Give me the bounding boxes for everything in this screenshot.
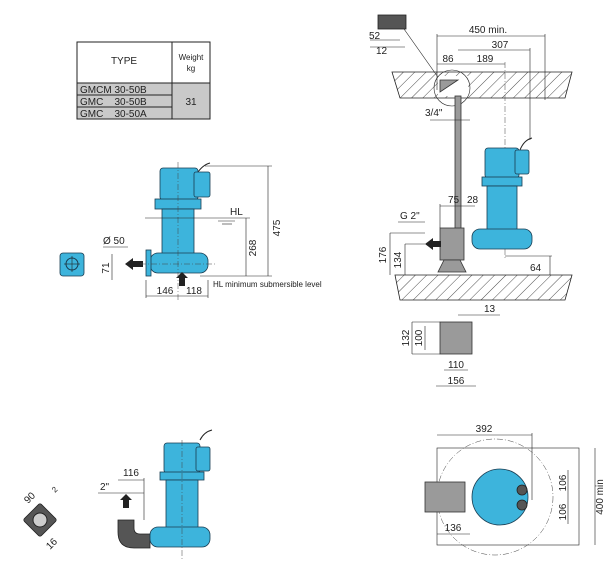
dim-134: 134 [393, 251, 404, 268]
elbow-view: 90 2 16 2" 116 [22, 429, 213, 560]
dim-3-4: 3/4" [425, 108, 443, 119]
side-view: HL 475 268 Ø 50 71 146 118 HL minimum su… [59, 162, 322, 300]
dim-16: 16 [44, 536, 60, 552]
dim-307: 307 [492, 40, 509, 51]
pump-installed [471, 137, 533, 250]
dim-12: 12 [376, 46, 388, 57]
type-weight-table: TYPE Weight kg GMCM 30-50B GMC 30-50B GM… [76, 41, 211, 120]
dim-116: 116 [123, 468, 139, 479]
discharge-foot [439, 227, 465, 261]
dim-13: 13 [484, 304, 496, 315]
hl-label: HL [230, 207, 243, 218]
flange-icon [59, 252, 85, 277]
dim-392: 392 [476, 424, 493, 435]
dim-268: 268 [248, 239, 259, 256]
dim-146: 146 [157, 286, 174, 297]
bracket-icon [377, 14, 407, 30]
installation-view: 52 12 450 min. 307 86 189 3/4" 75 28 [369, 14, 573, 301]
table-row: GMC 30-50B [80, 97, 147, 108]
top-view: 392 106 106 400 min 136 [424, 424, 606, 556]
table-row: GMC 30-50A [80, 109, 147, 120]
hl-note: HL minimum submersible level [213, 280, 322, 289]
dim-2: 2 [50, 485, 60, 495]
pump-elbow [149, 429, 213, 560]
dim-132: 132 [401, 329, 412, 346]
dim-g2: G 2" [400, 211, 420, 222]
dim-75: 75 [448, 195, 460, 206]
table-header-weight: Weight [179, 53, 205, 62]
base-plate-view: 13 132 100 110 156 [401, 304, 500, 387]
dim-dia50: Ø 50 [103, 236, 125, 247]
pump-top [471, 468, 529, 526]
dim-106-bottom: 106 [558, 503, 569, 520]
dim-136: 136 [445, 523, 462, 534]
dim-400: 400 min [595, 479, 606, 515]
dim-52: 52 [369, 31, 381, 42]
dim-156: 156 [448, 376, 465, 387]
table-header-type: TYPE [111, 56, 137, 67]
floor [394, 274, 573, 301]
dim-elbow-2in: 2" [100, 482, 110, 493]
table-header-weight-unit: kg [187, 64, 195, 73]
dim-176: 176 [378, 246, 389, 263]
elbow-pipe [117, 519, 151, 549]
pump-side [125, 162, 215, 300]
dim-475: 475 [272, 219, 283, 236]
dim-106-top: 106 [558, 474, 569, 491]
dim-90: 90 [22, 490, 38, 506]
dim-189: 189 [477, 54, 494, 65]
dim-450: 450 min. [469, 25, 507, 36]
square-flange-icon [23, 503, 57, 537]
dim-100: 100 [414, 329, 425, 346]
dim-118: 118 [186, 286, 202, 297]
dim-71: 71 [101, 262, 112, 274]
table-weight-value: 31 [185, 97, 197, 108]
dim-28: 28 [467, 195, 479, 206]
dim-86: 86 [442, 54, 454, 65]
dim-64: 64 [530, 263, 542, 274]
table-row: GMCM 30-50B [80, 85, 147, 96]
dim-110: 110 [448, 360, 464, 371]
